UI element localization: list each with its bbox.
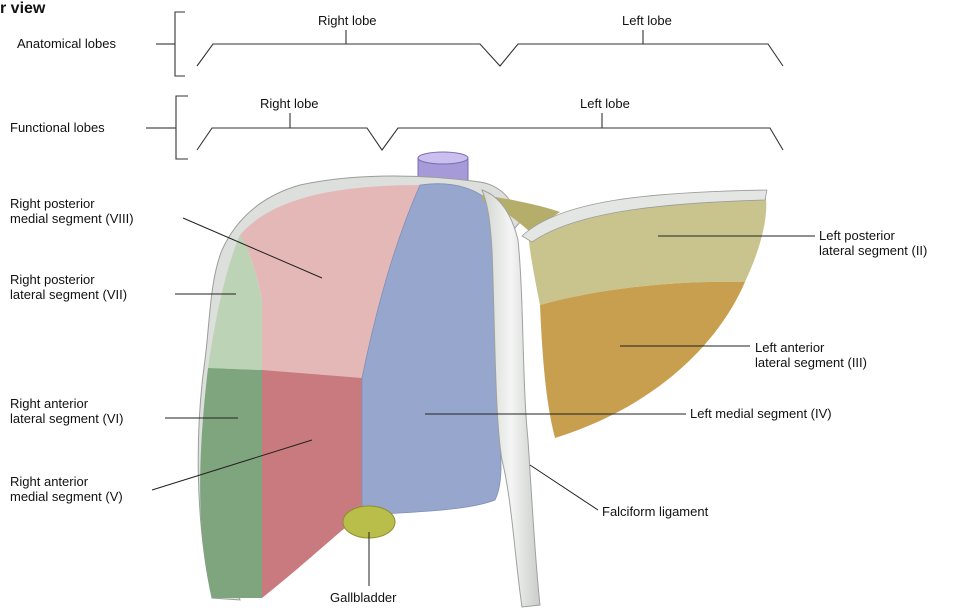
seg-viii-label: Right posterior medial segment (VIII) <box>10 196 134 226</box>
segment-vi <box>200 368 262 598</box>
seg-ii-label: Left posterior lateral segment (II) <box>819 228 927 258</box>
functional-lobes-label: Functional lobes <box>10 120 105 135</box>
gallbladder-label: Gallbladder <box>330 590 397 605</box>
seg-iv-label: Left medial segment (IV) <box>690 406 832 421</box>
leader-falciform <box>530 465 598 510</box>
seg-vi-label: Right anterior lateral segment (VI) <box>10 396 123 426</box>
anatomical-left-lobe-label: Left lobe <box>622 13 672 28</box>
functional-left-lobe-label: Left lobe <box>580 96 630 111</box>
vessel-top <box>418 152 468 164</box>
functional-lobes-bracket <box>163 96 783 159</box>
seg-vii-label: Right posterior lateral segment (VII) <box>10 272 127 302</box>
view-title: r view <box>0 1 45 16</box>
anatomical-lobes-bracket <box>165 12 783 76</box>
anatomical-lobes-label: Anatomical lobes <box>17 36 116 51</box>
seg-iii-label: Left anterior lateral segment (III) <box>755 340 867 370</box>
anatomical-right-lobe-label: Right lobe <box>318 13 377 28</box>
functional-right-lobe-label: Right lobe <box>260 96 319 111</box>
seg-v-label: Right anterior medial segment (V) <box>10 474 123 504</box>
falciform-label: Falciform ligament <box>602 504 708 519</box>
segment-v <box>262 370 362 598</box>
